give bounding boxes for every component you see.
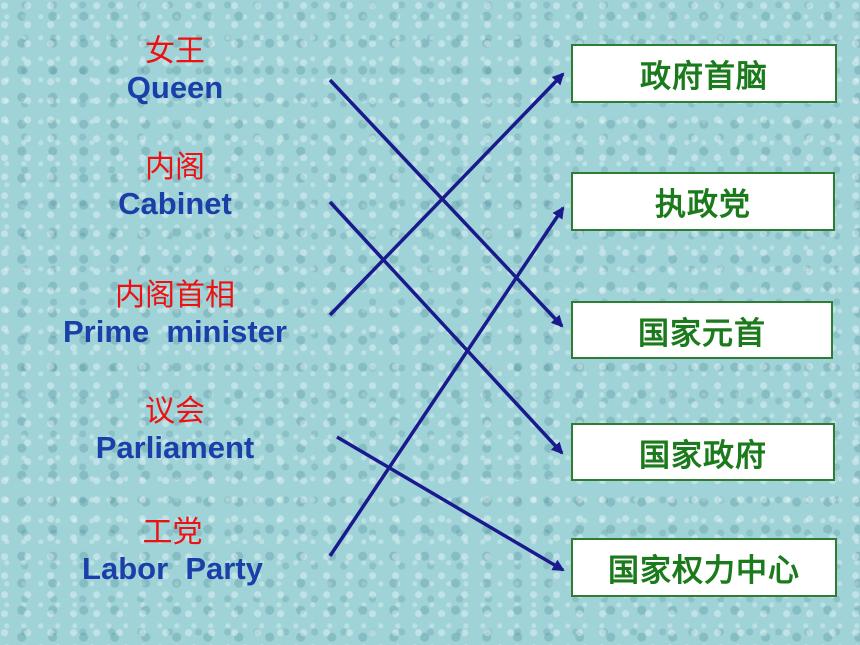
connector-prime-minister-to-head-of-government [328, 72, 565, 317]
term-en: Prime minister [63, 314, 287, 349]
connector-parliament-to-power-center [336, 435, 565, 572]
term-zh: 女王 [145, 34, 205, 69]
term-en: Cabinet [118, 186, 232, 221]
term-prime-minister: 内阁首相 Prime minister [20, 278, 330, 350]
connector-queen-to-head-of-state [328, 78, 564, 328]
connector-cabinet-to-national-government [328, 200, 564, 455]
term-zh: 内阁首相 [115, 278, 235, 313]
term-zh: 内阁 [145, 150, 205, 185]
answer-box-head-of-state: 国家元首 [571, 301, 833, 359]
term-zh: 工党 [142, 515, 203, 550]
answer-box-head-of-government: 政府首脑 [571, 44, 837, 103]
term-en: Queen [126, 70, 224, 105]
term-en: Labor Party [82, 551, 263, 586]
term-zh: 议会 [145, 394, 205, 429]
answer-box-ruling-party: 执政党 [571, 172, 835, 231]
term-queen: 女王 Queen [90, 34, 260, 106]
connector-labor-party-to-ruling-party [328, 206, 565, 557]
term-cabinet: 内阁 Cabinet [90, 150, 260, 222]
term-labor-party: 工党 Labor Party [50, 515, 295, 587]
term-en: Parliament [95, 430, 255, 465]
answer-box-power-center: 国家权力中心 [571, 538, 837, 597]
term-parliament: 议会 Parliament [60, 394, 290, 466]
answer-box-national-government: 国家政府 [571, 423, 835, 481]
